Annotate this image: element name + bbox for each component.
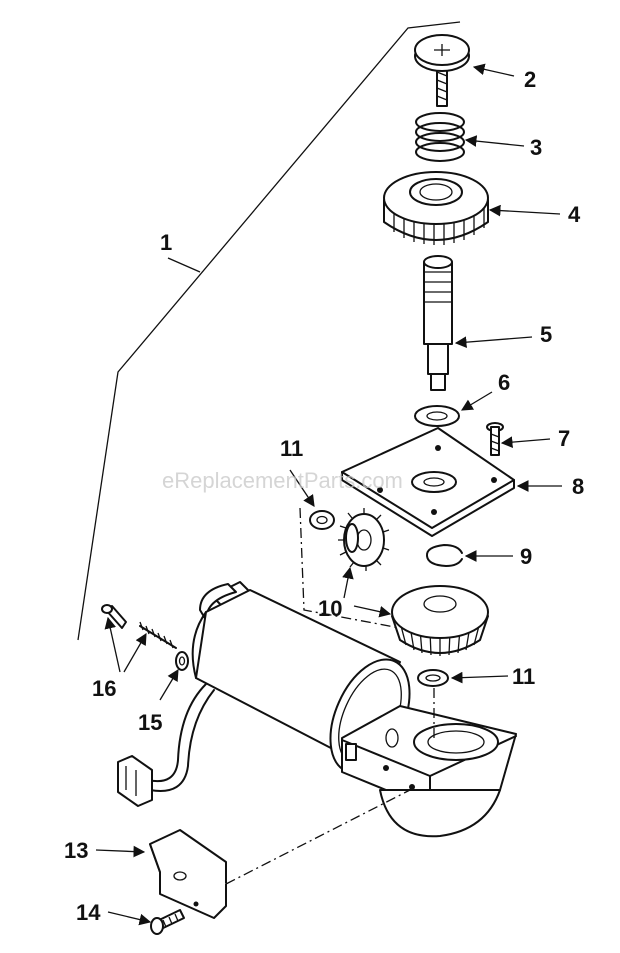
part-6-washer: [414, 405, 460, 427]
part-11-lower-washer: [417, 669, 449, 687]
part-4-gear: [383, 171, 489, 245]
leader-arrows: [95, 63, 562, 926]
callout-7: 7: [558, 426, 570, 451]
watermark-text: eReplacementParts.com: [162, 468, 403, 493]
part-16-bolt-and-spring: [101, 604, 177, 649]
assembly-bracket-line: [77, 21, 461, 641]
alignment-line-bracket: [225, 789, 411, 885]
part-5-shaft: [423, 255, 453, 391]
callout-11-upper: 11: [280, 436, 303, 461]
callout-5: 5: [540, 322, 552, 347]
part-10-bevel-gear: [391, 585, 489, 656]
part-7-screw: [486, 422, 504, 456]
callout-6: 6: [498, 370, 510, 395]
leader-1: [167, 257, 201, 273]
part-15-lock-washer: [175, 651, 189, 671]
part-9-e-clip: [425, 544, 463, 567]
callout-15: 15: [138, 710, 162, 735]
motor-assembly: [117, 581, 517, 838]
callout-1: 1: [160, 230, 172, 255]
part-2-screw-cap: [414, 34, 470, 107]
callout-8: 8: [572, 474, 584, 499]
part-3-spring: [415, 112, 465, 162]
part-11-upper-washer: [309, 510, 335, 530]
alignment-line-upper: [299, 507, 401, 629]
callout-2: 2: [524, 67, 536, 92]
callout-4: 4: [568, 202, 581, 227]
callout-14: 14: [76, 900, 101, 925]
callout-9: 9: [520, 544, 532, 569]
callout-3: 3: [530, 135, 542, 160]
part-14-screw: [150, 909, 185, 935]
callout-16: 16: [92, 676, 116, 701]
part-10-pinion-gear: [338, 508, 390, 571]
part-13-bracket: [149, 829, 227, 919]
callout-10: 10: [318, 596, 342, 621]
part-8-mounting-plate: [341, 427, 515, 537]
callout-13: 13: [64, 838, 88, 863]
callout-11-lower: 11: [512, 664, 535, 689]
